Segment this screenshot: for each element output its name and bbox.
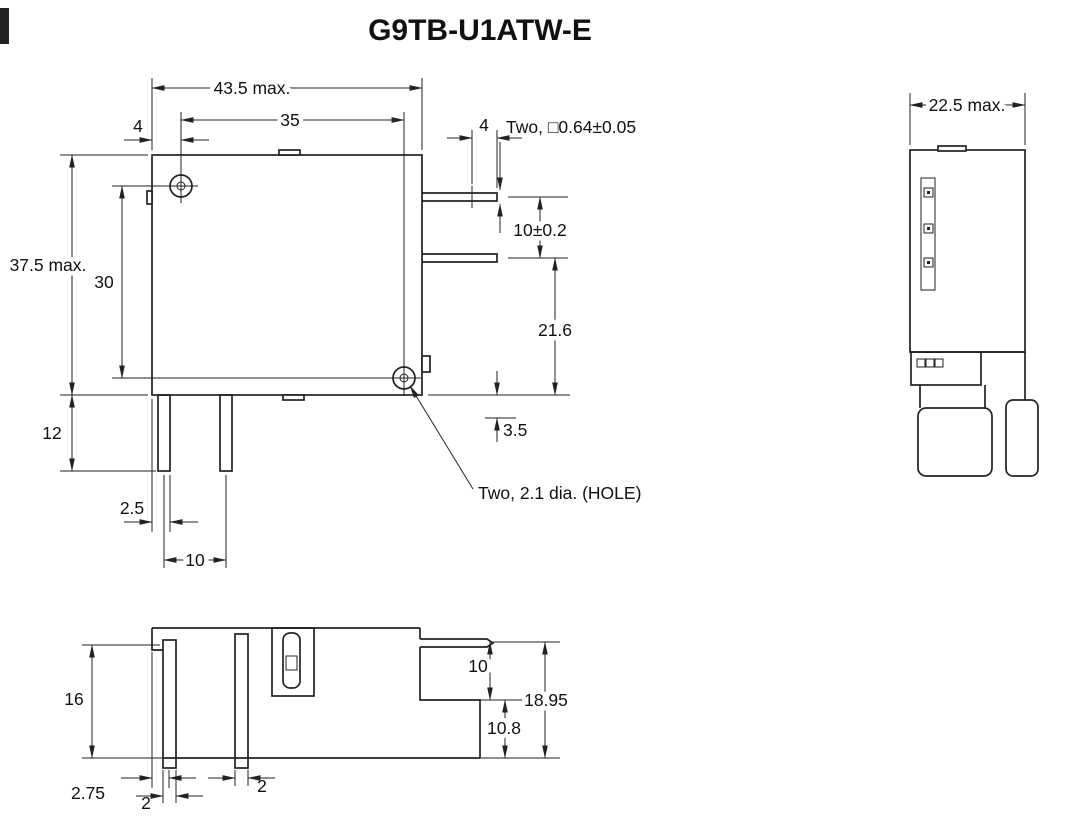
extension-line: [234, 770, 249, 786]
dim-bottom-offset-label: 3.5: [503, 420, 527, 440]
terminal-strip: [920, 177, 936, 291]
terminal-tab-upper: [422, 192, 498, 202]
side-body-outline: [909, 149, 1026, 353]
bottom-notch: [282, 394, 305, 401]
terminal-dot: [927, 227, 930, 230]
dim-pin-length-label: 12: [42, 423, 61, 443]
page-edge-artifact: [0, 8, 9, 44]
profile-tab-terminal: [420, 638, 495, 648]
strip-outline: [920, 177, 936, 291]
extension-line: [471, 130, 498, 188]
dim-tab-to-step-label: 10: [468, 656, 488, 676]
profile-pin-left: [162, 639, 177, 769]
dim-body-width-label: 43.5 max.: [214, 78, 291, 98]
extension-line: [163, 475, 227, 568]
terminal-size-note: Two, □0.64±0.05: [506, 117, 636, 137]
extension-line: [112, 185, 390, 379]
profile-pin-right: [234, 633, 249, 769]
terminal-square: [923, 187, 934, 198]
hole-crosshair: [387, 361, 421, 395]
side-lower-block: [910, 351, 982, 386]
dim-pin-edge-offset-label: 2.75: [71, 783, 105, 803]
side-top-notch: [937, 145, 967, 152]
extension-line: [82, 644, 163, 759]
center-slot: [282, 632, 301, 689]
profile-right-edge: [419, 628, 481, 758]
block-connector-lines: [919, 385, 986, 408]
drawing-title: G9TB-U1ATW-E: [368, 14, 592, 47]
dim-offset-left-label: 4: [133, 116, 143, 136]
bottom-connector-wide: [917, 407, 993, 477]
terminal-tab-lower: [422, 253, 498, 263]
dim-total-height-label: 18.95: [524, 690, 568, 710]
mounting-hole-bottom-right: [387, 361, 421, 395]
block-square: [934, 358, 944, 368]
dim-depth-label: 22.5 max.: [929, 95, 1006, 115]
dim-pin-width-right-label: 2: [257, 776, 267, 796]
terminal-dot: [927, 261, 930, 264]
side-view: 22.5 max.: [909, 91, 1039, 477]
block-square: [916, 358, 926, 368]
pcb-pin-right: [219, 394, 233, 472]
bottom-connector-narrow: [1005, 399, 1039, 477]
leader-line: [409, 385, 474, 490]
dim-profile-height-label: 16: [64, 689, 83, 709]
dim-hole-spacing-v-label: 30: [94, 272, 114, 292]
left-edge-tab: [146, 190, 153, 205]
relay-body-outline: [151, 154, 423, 396]
terminal-square: [923, 223, 934, 234]
pcb-pin-left: [157, 394, 171, 472]
dim-hole-spacing-h-label: 35: [280, 110, 299, 130]
right-edge-tab: [421, 355, 431, 373]
mounting-hole-note: Two, 2.1 dia. (HOLE): [478, 483, 641, 503]
dim-terminal-to-bottom-label: 21.6: [538, 320, 572, 340]
slot-square: [285, 655, 298, 671]
dim-offset-right-label: 4: [479, 115, 489, 135]
terminal-square: [923, 257, 934, 268]
bottom-view: 16 2.75 2 2 10 10.8 18.95: [64, 627, 572, 813]
dim-step-to-bottom-label: 10.8: [487, 718, 521, 738]
top-notch: [278, 149, 301, 156]
extension-line: [909, 93, 1026, 145]
profile-left-edge: [151, 628, 163, 651]
center-boss: [271, 627, 315, 697]
dim-pin-pitch-label: 10: [185, 550, 205, 570]
block-square: [925, 358, 935, 368]
mounting-hole-top-left: [164, 169, 198, 203]
front-view: 43.5 max. 35 4 4 Two, □0.64±0.05 10±0.2 …: [5, 74, 641, 575]
dim-pin-width-left-label: 2: [141, 793, 151, 813]
dim-body-height-label: 37.5 max.: [10, 255, 87, 275]
terminal-dot: [927, 191, 930, 194]
hole-crosshair: [164, 169, 198, 203]
extension-line: [151, 399, 171, 532]
dim-pin-edge-offset-label: 2.5: [120, 498, 144, 518]
dim-terminal-pitch-label: 10±0.2: [513, 220, 566, 240]
